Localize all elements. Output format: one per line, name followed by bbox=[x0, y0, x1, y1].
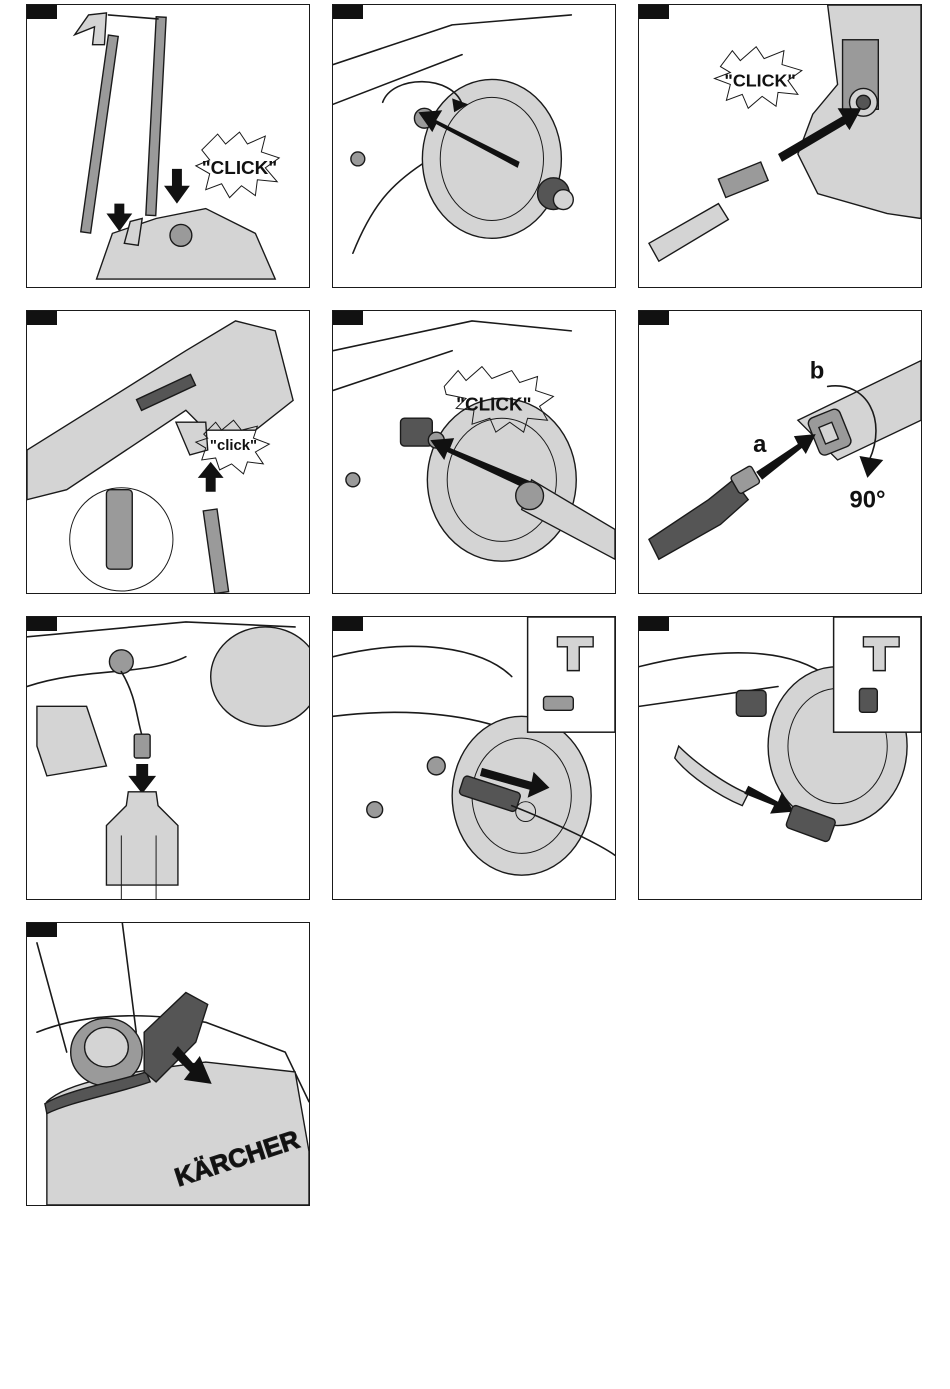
handle-insertion-drawing: "CLICK" bbox=[27, 5, 309, 287]
illustration-panel-5: "CLICK" bbox=[332, 310, 616, 594]
illustration-panel-9 bbox=[638, 616, 922, 900]
filter-cleaning-drawing bbox=[639, 617, 921, 899]
detergent-hose-drawing bbox=[27, 617, 309, 899]
spray-gun-connection-drawing: "click" bbox=[27, 311, 309, 593]
filter-removal-drawing bbox=[333, 617, 615, 899]
spray-lance-attachment-drawing: a b 90° bbox=[639, 311, 921, 593]
water-inlet-coupling-drawing bbox=[333, 5, 615, 287]
label-b: b bbox=[810, 358, 825, 385]
click-callout: "click" bbox=[210, 438, 257, 454]
protective-cap-drawing: KÄRCHER bbox=[27, 923, 309, 1205]
inset-tap-box bbox=[528, 617, 615, 732]
illustration-panel-2 bbox=[332, 4, 616, 288]
click-callout: "CLICK" bbox=[202, 157, 278, 178]
hose-connection-drawing: "CLICK" bbox=[639, 5, 921, 287]
illustration-panel-1: "CLICK" bbox=[26, 4, 310, 288]
illustration-panel-8 bbox=[332, 616, 616, 900]
label-a: a bbox=[753, 431, 767, 458]
illustration-panel-4: "click" bbox=[26, 310, 310, 594]
rotation-angle: 90° bbox=[850, 487, 886, 514]
illustration-panel-3: "CLICK" bbox=[638, 4, 922, 288]
click-callout: "CLICK" bbox=[456, 393, 532, 414]
inset-tap-box bbox=[834, 617, 921, 732]
illustration-panel-6: a b 90° bbox=[638, 310, 922, 594]
illustration-panel-7 bbox=[26, 616, 310, 900]
click-callout: "CLICK" bbox=[724, 70, 796, 90]
illustration-panel-10: KÄRCHER bbox=[26, 922, 310, 1206]
garden-hose-coupling-drawing: "CLICK" bbox=[333, 311, 615, 593]
